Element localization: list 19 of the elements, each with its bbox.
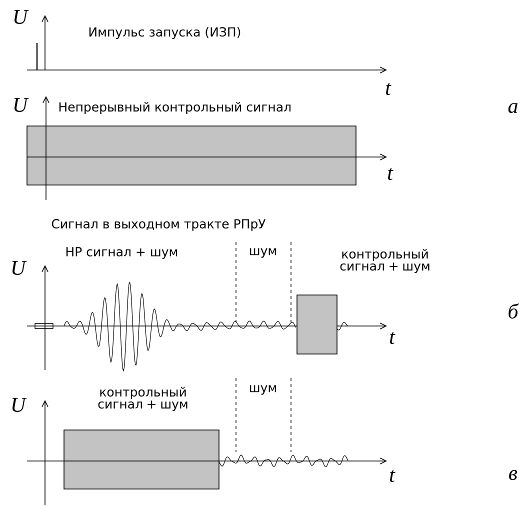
axis-label: t: [390, 332, 396, 344]
region-label: шум: [250, 385, 276, 395]
region-label: шум: [250, 248, 276, 258]
axis-label: t: [386, 82, 392, 95]
caption-text: Импульс запуска (ИЗП): [89, 26, 240, 40]
region-label: НР сигнал + шум: [66, 247, 178, 259]
axis-label: t: [388, 168, 394, 180]
region-label: контрольный сигнал + шум: [98, 386, 188, 412]
axis-label: U: [14, 98, 29, 112]
panel-letter: в: [509, 470, 518, 480]
panel-letter: а: [508, 102, 518, 114]
axis-label: U: [12, 398, 27, 412]
axis-label: U: [14, 10, 29, 24]
axis-label: U: [12, 261, 27, 275]
caption-text: Непрерывный контрольный сигнал: [59, 102, 290, 114]
caption-text: Сигнал в выходном тракте РПрУ: [52, 219, 266, 231]
axis-label: t: [390, 470, 396, 482]
region-label: контрольный сигнал + шум: [340, 248, 430, 274]
panel-letter: б: [508, 303, 519, 319]
